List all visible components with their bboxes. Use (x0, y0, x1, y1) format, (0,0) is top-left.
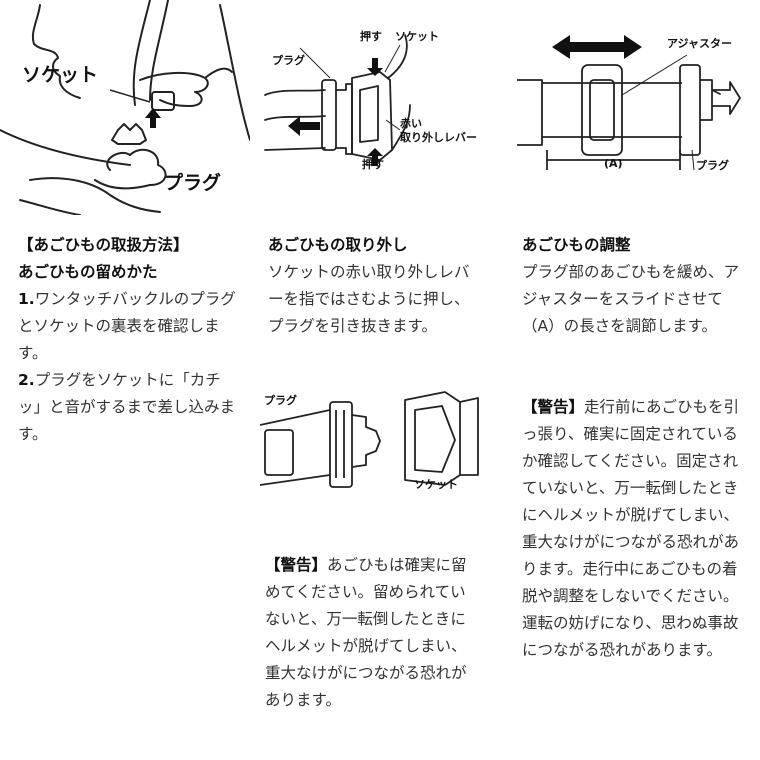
plug-label: プラグ (272, 54, 305, 67)
adjuster-illustration: アジャスター (A) プラグ (512, 25, 760, 185)
step-1-text: ワンタッチバックルのプラグとソケットの裏表を確認します。 (18, 290, 236, 362)
plug-label-2: プラグ (264, 394, 297, 407)
warning-2: 【警告】走行前にあごひもを引っ張り、確実に固定されているか確認してください。固定… (522, 394, 744, 664)
adjuster-label: アジャスター (667, 37, 733, 50)
step-1-number: 1. (18, 290, 35, 308)
warning-1-text: あごひもは確実に留めてください。留められていないと、万一転倒したときにヘルメット… (265, 556, 467, 709)
plug-label-3: プラグ (696, 159, 729, 172)
a-dimension-label: (A) (604, 157, 623, 170)
push-bottom-label: 押す (362, 158, 384, 171)
buckle-illustration: プラグ ソケット (259, 380, 490, 510)
adjust-body: プラグ部のあごひもを緩め、アジャスターをスライドさせて（A）の長さを調節します。 (522, 263, 740, 335)
step-2-text: プラグをソケットに「カチッ」と音がするまで差し込みます。 (18, 371, 236, 443)
warning-2-label: 【警告】 (522, 398, 585, 416)
fastening-illustration: ソケット プラグ (0, 0, 251, 216)
push-top-label: 押す (360, 30, 382, 43)
step-1: 1.ワンタッチバックルのプラグとソケットの裏表を確認します。 (18, 286, 238, 367)
adjuster-drawing (517, 35, 741, 171)
socket-label: ソケット (22, 64, 99, 86)
release-body: ソケットの赤い取り外しレバーを指ではさむように押し、プラグを引き抜きます。 (268, 263, 470, 335)
step-2-number: 2. (18, 371, 35, 389)
release-drawing (264, 34, 411, 166)
socket-label-2: ソケット (414, 478, 458, 491)
release-instructions: あごひもの取り外し ソケットの赤い取り外しレバーを指ではさむように押し、プラグを… (268, 232, 483, 340)
fastening-heading: あごひもの留めかた (18, 263, 158, 281)
fastening-instructions: 【あごひもの取扱方法】 あごひもの留めかた 1.ワンタッチバックルのプラグとソケ… (18, 232, 238, 448)
warning-1: 【警告】あごひもは確実に留めてください。留められていないと、万一転倒したときにヘ… (265, 552, 480, 714)
fastening-drawing (0, 0, 251, 216)
handling-heading: 【あごひもの取扱方法】 (18, 236, 189, 254)
warning-1-label: 【警告】 (265, 556, 328, 574)
buckle-drawing (259, 391, 479, 488)
release-heading: あごひもの取り外し (268, 236, 408, 254)
adjust-instructions: あごひもの調整 プラグ部のあごひもを緩め、アジャスターをスライドさせて（A）の長… (522, 232, 744, 340)
adjust-heading: あごひもの調整 (522, 236, 631, 254)
red-lever-label-1: 赤い (400, 117, 422, 130)
release-illustration: 押す ソケット プラグ 赤い 取り外しレバー 押す (260, 20, 490, 180)
step-2: 2.プラグをソケットに「カチッ」と音がするまで差し込みます。 (18, 367, 238, 448)
warning-2-text: 走行前にあごひもを引っ張り、確実に固定されているか確認してください。固定されてい… (522, 398, 740, 659)
socket-label: ソケット (395, 30, 439, 43)
plug-label: プラグ (164, 172, 222, 194)
red-lever-label-2: 取り外しレバー (400, 131, 477, 144)
